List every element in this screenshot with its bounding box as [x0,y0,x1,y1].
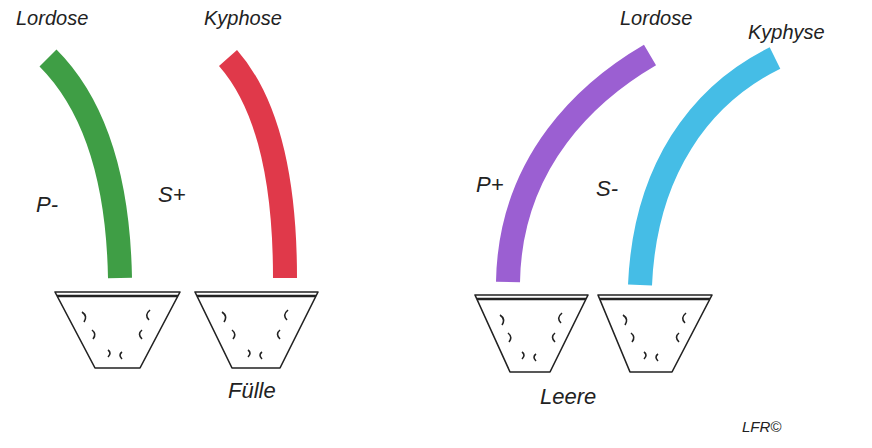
blue-band [640,58,775,285]
cup [598,295,712,372]
red-band [228,58,285,278]
curve-label: Lordose [620,6,692,30]
sign-label: P+ [476,172,504,198]
state-label: Fülle [228,378,276,404]
sign-label: S+ [158,182,186,208]
curve-label: Lordose [16,6,88,30]
sign-label: P- [36,192,58,218]
state-label: Leere [540,384,596,410]
curve-label: Kyphose [204,6,282,30]
cup [475,295,588,372]
curve-label: Kyphyse [748,20,825,44]
cup [195,292,318,368]
copyright-mark: LFR© [742,418,781,436]
cup [55,292,180,368]
green-band [48,58,120,278]
purple-band [508,55,650,282]
sign-label: S- [596,176,618,202]
